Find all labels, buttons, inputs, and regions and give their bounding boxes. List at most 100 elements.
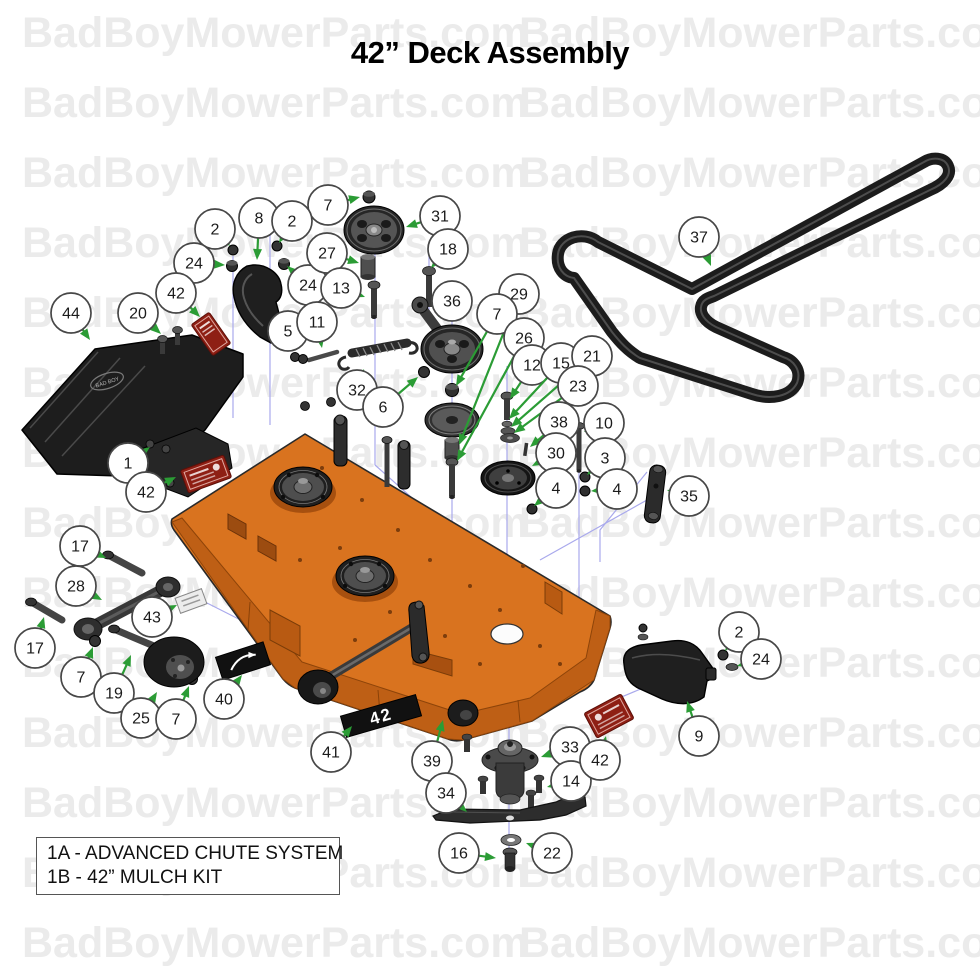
callout-number: 2 bbox=[735, 625, 744, 642]
callout-number: 4 bbox=[552, 481, 561, 498]
deck-front-plate bbox=[269, 609, 301, 657]
callout-7: 7 bbox=[456, 293, 518, 386]
callout-number: 28 bbox=[67, 579, 85, 596]
part-38-pin bbox=[523, 442, 529, 457]
callout-42: 42 bbox=[125, 471, 176, 513]
part-8-deflector-inner bbox=[241, 273, 264, 327]
callout-balloon bbox=[535, 467, 577, 509]
page-title: 42” Deck Assembly bbox=[350, 34, 630, 70]
callout-7: 7 bbox=[60, 647, 102, 698]
deck-hanger-tab bbox=[257, 535, 277, 562]
callout-arrowhead bbox=[510, 387, 520, 399]
callout-number: 19 bbox=[105, 686, 123, 703]
callout-22: 22 bbox=[526, 832, 573, 874]
part-4-nut bbox=[579, 485, 591, 497]
callout-number: 2 bbox=[288, 214, 297, 231]
callout-number: 3 bbox=[601, 451, 610, 468]
callout-number: 7 bbox=[324, 198, 333, 215]
callout-18: 18 bbox=[427, 228, 469, 270]
callout-balloon bbox=[438, 832, 480, 874]
part-6-nut bbox=[418, 366, 430, 378]
callout-number: 15 bbox=[552, 356, 570, 373]
callout-arrowhead bbox=[457, 449, 467, 461]
callout-14: 14 bbox=[547, 760, 592, 802]
part-39-bolt bbox=[461, 733, 473, 752]
part-12-bolt bbox=[500, 391, 514, 420]
callout-arrowhead bbox=[189, 306, 200, 317]
callout-balloon bbox=[155, 272, 197, 314]
top-hardware-nuts bbox=[226, 240, 290, 272]
part-30-pulley bbox=[480, 460, 536, 496]
callout-17: 17 bbox=[14, 617, 56, 669]
callout-arrowhead bbox=[147, 692, 157, 704]
part-35-bracket bbox=[643, 464, 667, 524]
callout-number: 24 bbox=[752, 652, 770, 669]
part-25-deck-wheel bbox=[143, 636, 205, 688]
callout-balloon bbox=[550, 760, 592, 802]
callout-balloon bbox=[740, 638, 782, 680]
callout-arrowhead bbox=[406, 219, 418, 228]
part-flat-idler-pulley bbox=[424, 402, 480, 438]
part-15-washer bbox=[501, 420, 513, 428]
callout-number: 33 bbox=[561, 740, 579, 757]
callout-arrowhead bbox=[180, 686, 190, 698]
callout-balloon bbox=[531, 832, 573, 874]
callout-16: 16 bbox=[438, 832, 496, 874]
part-20-bolts bbox=[157, 326, 183, 354]
callout-number: 35 bbox=[680, 489, 698, 506]
part-5-nuts bbox=[290, 352, 308, 364]
callout-arrow-line bbox=[459, 330, 489, 380]
callout-arrowhead bbox=[686, 701, 695, 713]
decal-43 bbox=[174, 588, 208, 614]
callout-number: 40 bbox=[215, 692, 233, 709]
callout-balloon bbox=[55, 565, 97, 607]
callout-number: 24 bbox=[299, 278, 317, 295]
callout-arrowhead bbox=[164, 477, 176, 486]
callout-9: 9 bbox=[678, 701, 720, 757]
callout-6: 6 bbox=[362, 377, 418, 428]
deck-gusset bbox=[544, 581, 563, 615]
callout-arrowhead bbox=[435, 720, 445, 732]
callout-balloon bbox=[425, 772, 467, 814]
part-9-discharge-cover bbox=[623, 623, 717, 705]
callout-number: 42 bbox=[591, 753, 609, 770]
callout-42: 42 bbox=[579, 736, 621, 781]
part-caster-rod-assembly bbox=[297, 600, 430, 705]
callout-number: 17 bbox=[71, 539, 89, 556]
callout-balloon bbox=[271, 200, 313, 242]
callout-number: 36 bbox=[443, 294, 461, 311]
small-nuts-deck-corner bbox=[300, 397, 336, 411]
callout-19: 19 bbox=[93, 655, 135, 714]
callout-balloon bbox=[557, 365, 599, 407]
callout-arrow-line bbox=[459, 355, 516, 455]
callout-25: 25 bbox=[120, 692, 162, 739]
callout-balloon bbox=[93, 672, 135, 714]
callout-arrow-line bbox=[397, 381, 413, 395]
callout-number: 7 bbox=[172, 712, 181, 729]
callout-number: 6 bbox=[379, 400, 388, 417]
part-16-bolt bbox=[502, 847, 518, 872]
callout-balloon bbox=[678, 715, 720, 757]
callout-42: 42 bbox=[155, 272, 200, 317]
callout-number: 32 bbox=[348, 383, 366, 400]
decal-warning-42b bbox=[180, 454, 232, 494]
callout-7: 7 bbox=[307, 184, 360, 226]
part-7-nut bbox=[89, 635, 101, 647]
part-spindle-pulley-right bbox=[332, 555, 398, 602]
callout-arrowhead bbox=[348, 195, 360, 205]
callout-number: 42 bbox=[137, 485, 155, 502]
callout-number: 11 bbox=[309, 315, 326, 332]
callout-number: 12 bbox=[523, 358, 541, 375]
part-11-rod bbox=[306, 349, 340, 363]
part-29-spacer bbox=[444, 437, 460, 461]
callout-24: 24 bbox=[737, 638, 782, 680]
part-spindle-pulley-left bbox=[270, 466, 336, 513]
part-2-nut bbox=[717, 649, 729, 661]
callout-number: 2 bbox=[211, 222, 220, 239]
callout-arrowhead bbox=[347, 255, 359, 265]
callout-number: 24 bbox=[185, 256, 203, 273]
callout-number: 9 bbox=[695, 729, 704, 746]
callout-20: 20 bbox=[117, 292, 161, 334]
